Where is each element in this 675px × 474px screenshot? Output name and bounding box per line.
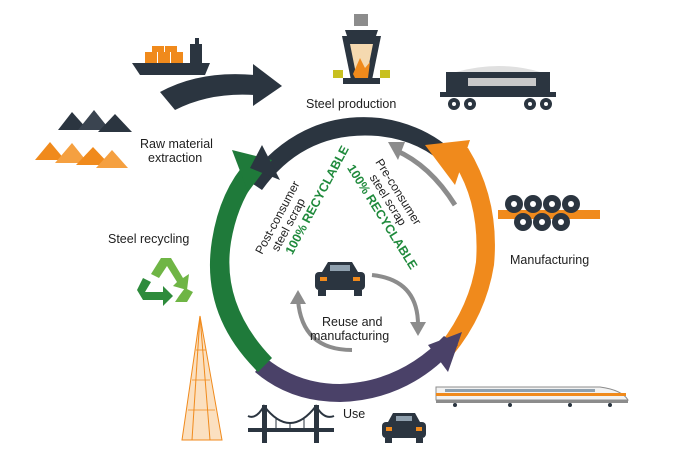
steel-pipes-icon [498, 195, 600, 231]
car-icon-bottom [382, 413, 426, 443]
cycle-arc-steel-production [247, 117, 462, 190]
raw-material-arrowhead [253, 64, 282, 106]
rail-wagon-icon [440, 66, 556, 110]
recycle-icon [137, 258, 193, 306]
cargo-ship-icon [132, 38, 210, 75]
label-manufacturing: Manufacturing [510, 253, 589, 267]
reuse-arrowhead-left [290, 290, 306, 304]
label-steel-production: Steel production [306, 97, 396, 111]
reuse-arrow-right [371, 273, 420, 326]
high-speed-train-icon [435, 386, 629, 407]
raw-material-arc [160, 74, 255, 110]
cycle-arc-recycling [209, 160, 272, 372]
use-arrowhead [428, 332, 462, 372]
pre-consumer-arrowhead [388, 142, 405, 160]
cycle-arc-manufacturing [440, 148, 495, 355]
skyscraper-icon [181, 315, 223, 441]
pre-consumer-label: Pre-consumer steel scrap 100% RECYCLABLE [344, 156, 424, 272]
reuse-arrowhead-right [410, 322, 426, 336]
suspension-bridge-icon [247, 404, 335, 443]
label-use: Use [343, 407, 365, 421]
label-steel-recycling: Steel recycling [108, 232, 189, 246]
car-icon [315, 262, 365, 296]
label-reuse-1: Reuse and [322, 315, 383, 329]
pre-consumer-arrow [394, 147, 458, 207]
ore-piles-icon [35, 110, 132, 168]
reuse-arrow-left [296, 299, 353, 352]
label-raw-material-2: extraction [148, 151, 202, 165]
manufacturing-arrowhead [425, 140, 470, 185]
label-raw-material-1: Raw material [140, 137, 213, 151]
label-reuse-2: manufacturing [310, 329, 389, 343]
ladle-furnace-icon [333, 14, 390, 84]
steel-production-arrowhead [250, 145, 280, 180]
cycle-arc-use [255, 336, 458, 402]
